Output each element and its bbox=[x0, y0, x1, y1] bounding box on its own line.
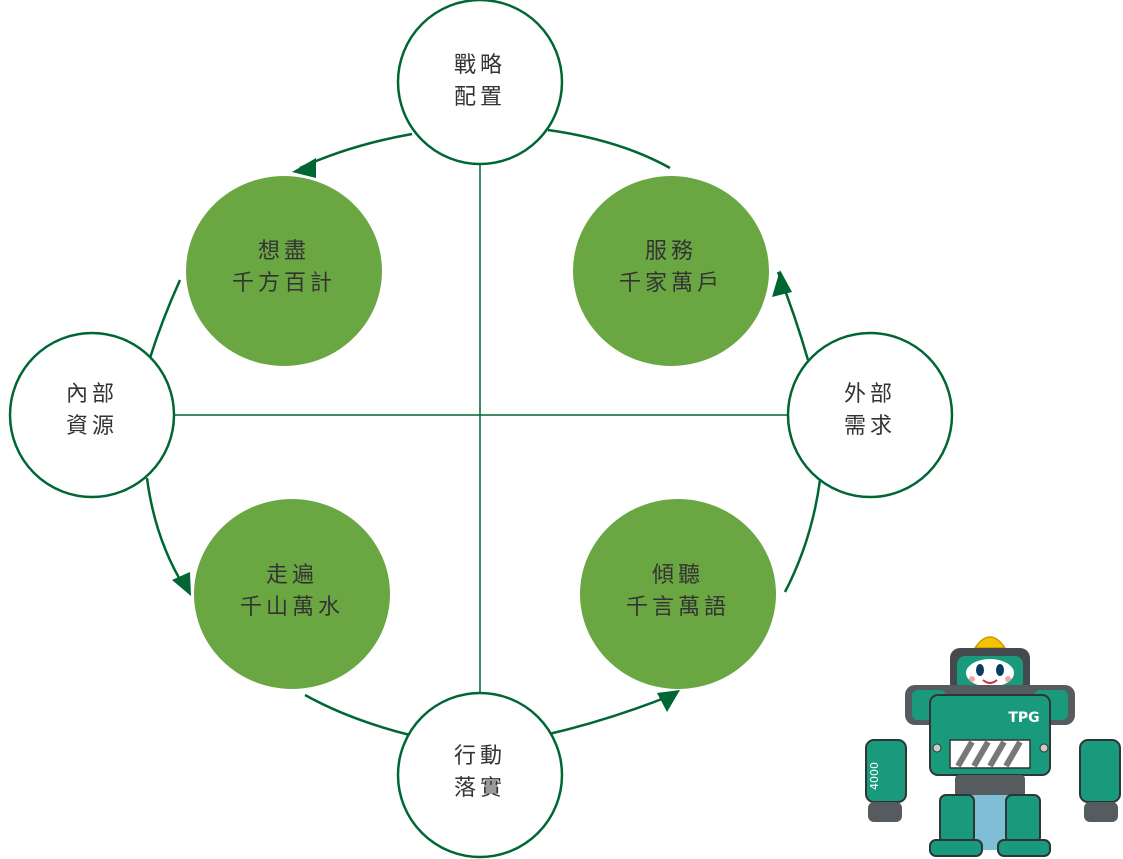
node-right-line2: 需求 bbox=[844, 414, 896, 439]
quadrant-bottom-right: 傾聽 千言萬語 bbox=[580, 499, 776, 689]
node-top: 戰略 配置 bbox=[396, 0, 564, 166]
node-top-line1: 戰略 bbox=[454, 53, 506, 78]
quadrant-bottom-left-line2: 千山萬水 bbox=[240, 595, 344, 620]
quadrant-bottom-right-line1: 傾聽 bbox=[652, 563, 704, 588]
arrow-head-top-left bbox=[292, 158, 316, 178]
quadrant-bottom-left: 走遍 千山萬水 bbox=[194, 499, 390, 689]
arrow-head-right bbox=[772, 270, 792, 297]
arrow-head-bottom-right bbox=[657, 690, 680, 712]
quadrant-top-right-line1: 服務 bbox=[645, 239, 697, 264]
arc-bottom-right bbox=[544, 693, 673, 737]
node-left-line1: 內部 bbox=[66, 382, 118, 407]
node-right-line1: 外部 bbox=[844, 382, 896, 407]
quadrant-top-left: 想盡 千方百計 bbox=[186, 176, 382, 366]
robot-arm-label: 4000 bbox=[868, 762, 881, 790]
robot-chest-label: TPG bbox=[1008, 710, 1039, 726]
arrow-head-left bbox=[172, 572, 191, 596]
node-top-line2: 配置 bbox=[454, 85, 506, 110]
node-left: 內部 資源 bbox=[8, 331, 176, 499]
node-right: 外部 需求 bbox=[786, 331, 954, 499]
node-left-line2: 資源 bbox=[66, 414, 118, 439]
arc-bottom-left bbox=[304, 693, 411, 737]
node-bottom-line2: 落實 bbox=[454, 776, 506, 801]
arc-left-upper bbox=[148, 279, 182, 359]
quadrant-top-left-line1: 想盡 bbox=[258, 239, 310, 264]
arc-right-lower bbox=[783, 479, 822, 593]
robot-mascot-icon: TPG 4000 bbox=[865, 636, 1121, 857]
quadrant-bottom-left-line1: 走遍 bbox=[266, 563, 318, 588]
arc-top-right bbox=[547, 128, 671, 170]
quadrant-top-right: 服務 千家萬戶 bbox=[573, 176, 769, 366]
arc-left-lower bbox=[145, 477, 187, 589]
arc-top-left bbox=[299, 132, 413, 170]
node-bottom: 行動 落實 bbox=[396, 691, 564, 859]
quadrant-top-right-line2: 千家萬戶 bbox=[619, 271, 723, 296]
node-bottom-line1: 行動 bbox=[454, 744, 506, 769]
quadrant-top-left-line2: 千方百計 bbox=[232, 271, 336, 296]
quadrant-bottom-right-line2: 千言萬語 bbox=[626, 595, 730, 620]
